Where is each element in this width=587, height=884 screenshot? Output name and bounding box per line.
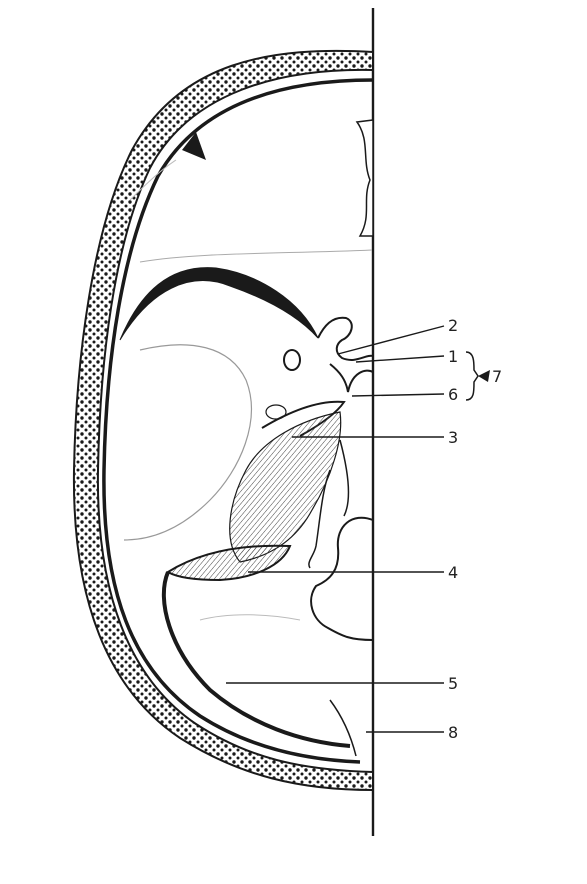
label-8: 8 [448, 723, 458, 742]
label-3: 3 [448, 428, 458, 447]
clivus-edge [340, 440, 348, 516]
label-2: 2 [448, 316, 458, 335]
label-6: 6 [448, 385, 458, 404]
fold-line [330, 700, 356, 756]
leader-line-2 [338, 326, 444, 354]
dorsum-sellae [330, 364, 373, 392]
label-5: 5 [448, 674, 458, 693]
clinoid-process [318, 318, 373, 360]
tentorium-hatched [230, 412, 341, 562]
tentorium-edge [168, 546, 290, 580]
bracket-7-arrow [478, 370, 490, 382]
frontal-crest [357, 120, 373, 236]
sphenoid-lesser-wing [120, 268, 318, 340]
label-1: 1 [448, 347, 458, 366]
foramen-magnum-edge [311, 518, 373, 640]
leader-line-6 [352, 394, 444, 396]
fold-line [140, 250, 372, 262]
fold-line [200, 615, 300, 620]
label-4: 4 [448, 563, 458, 582]
bracket-7 [466, 352, 478, 400]
fold-mark [182, 132, 206, 160]
optic-foramen [284, 350, 300, 370]
label-7: 7 [492, 367, 502, 386]
